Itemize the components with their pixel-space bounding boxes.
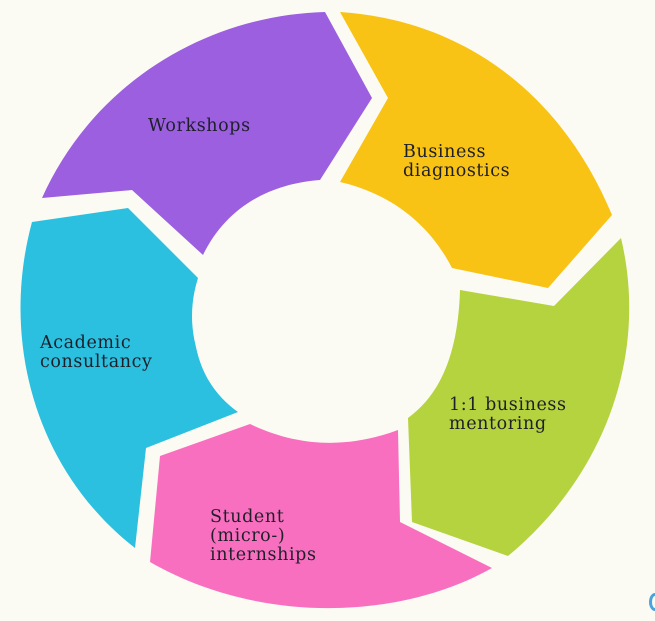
label-line: (micro-) — [210, 526, 285, 546]
segment-workshops — [42, 12, 372, 255]
label-line: internships — [210, 545, 317, 565]
label-line: mentoring — [449, 414, 547, 434]
segment-business-mentoring — [408, 238, 630, 556]
segment-student-internships — [150, 424, 492, 609]
segment-business-diagnostics — [340, 12, 612, 288]
label-line: Business — [403, 142, 486, 162]
corner-ring-mark — [649, 593, 655, 611]
label-workshops: Workshops — [148, 116, 251, 136]
label-business-diagnostics: Business diagnostics — [403, 142, 510, 181]
label-academic-consultancy: Academic consultancy — [39, 333, 152, 372]
label-line: consultancy — [40, 352, 152, 372]
label-line: diagnostics — [403, 161, 510, 181]
segment-academic-consultancy — [20, 208, 239, 548]
label-line: Academic — [39, 333, 131, 353]
label-business-mentoring: 1:1 business mentoring — [449, 395, 573, 434]
label-student-internships: Student (micro-) internships — [210, 507, 317, 565]
label-line: Workshops — [148, 116, 251, 136]
label-line: 1:1 business — [449, 395, 567, 415]
center-circle — [192, 194, 436, 438]
label-line: Student — [210, 507, 284, 527]
